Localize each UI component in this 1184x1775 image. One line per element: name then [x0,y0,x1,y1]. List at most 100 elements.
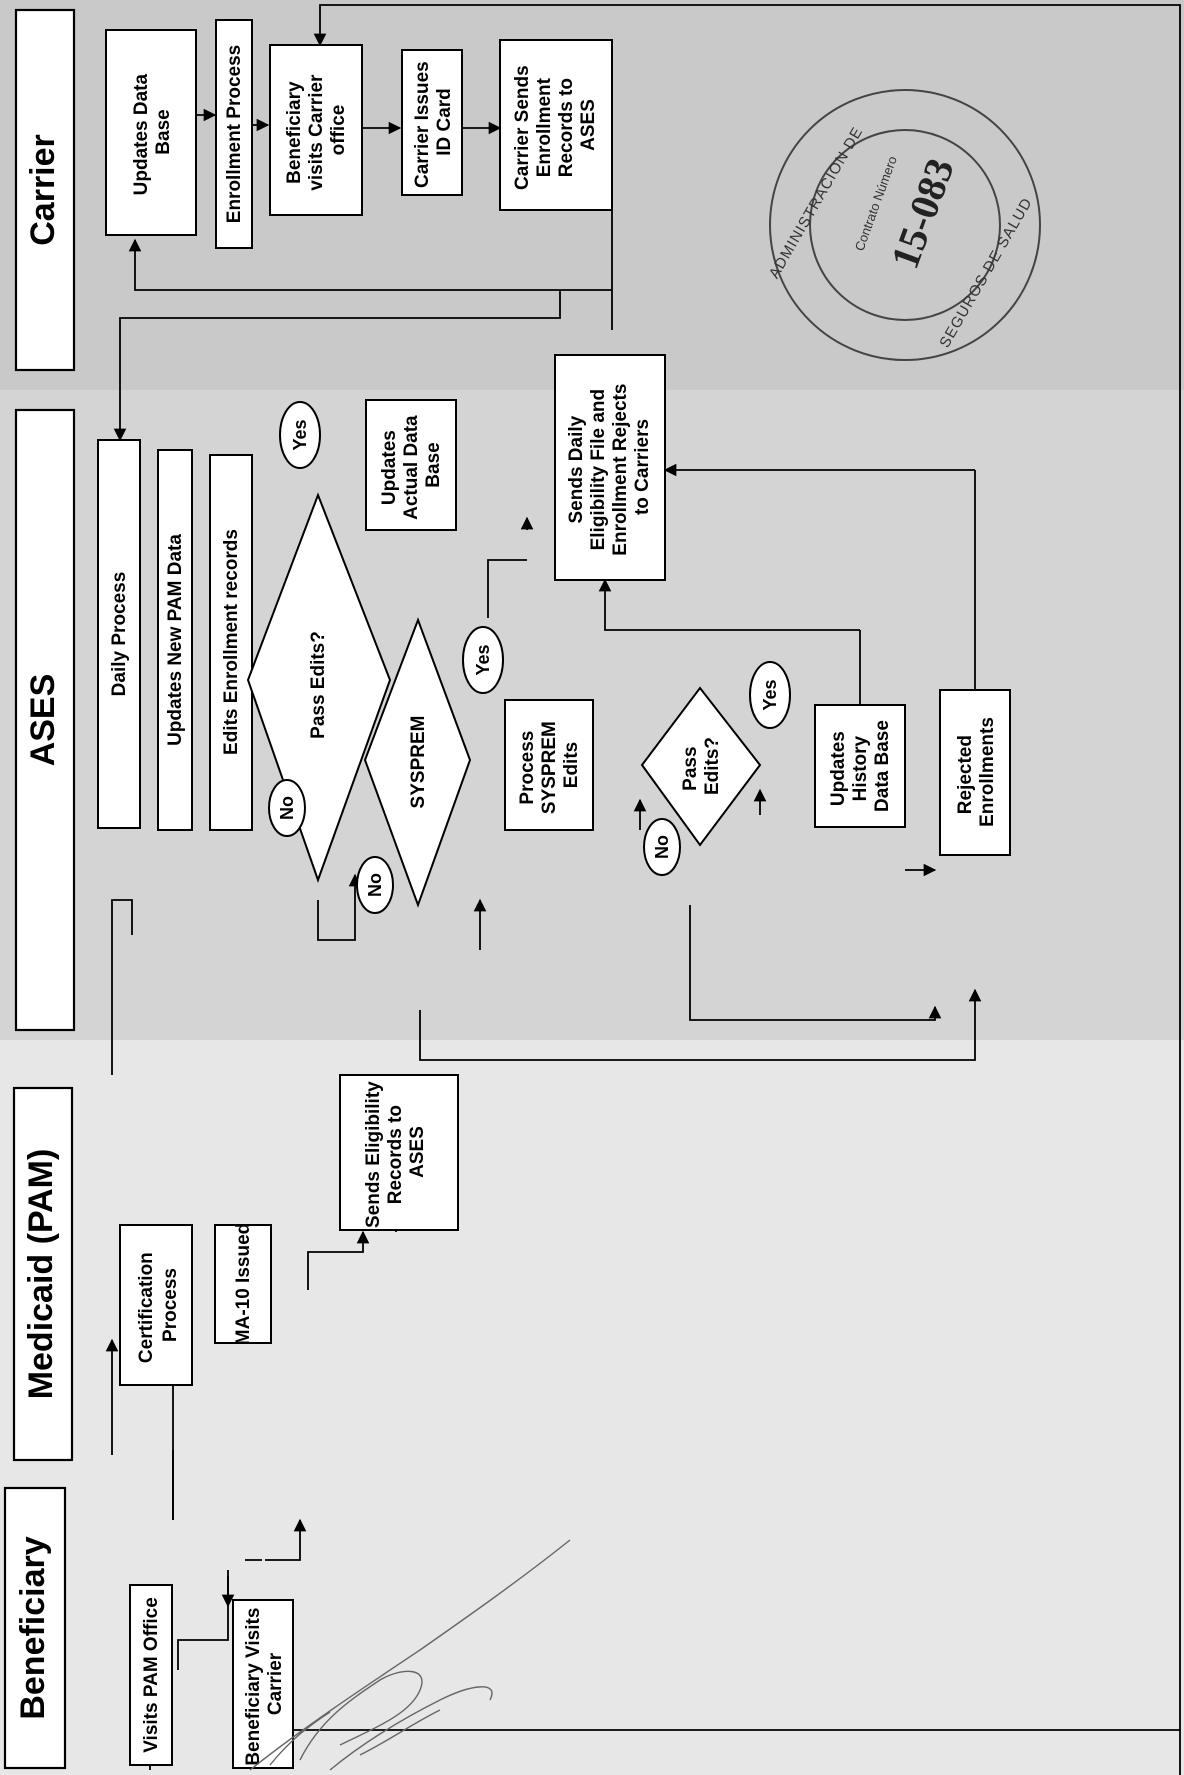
box-text-line: Updates New PAM Data [165,534,186,746]
lane-label-ases: ASES [24,674,62,767]
svg-text:No: No [277,796,297,820]
callout-text: No [652,835,672,859]
box-carrier-sends-enrollment-records: Carrier Sends Enrollment Records to ASES [499,39,613,211]
lane-label-carrier: Carrier [24,134,62,246]
box-ma10-issued: MA-10 Issued [214,1223,272,1345]
callout-text: No [365,873,385,897]
callout-no-1: No [268,779,306,837]
box-text-line: MA-10 Issued [233,1223,254,1345]
svg-text:Carrier Issues ID Card: Carrier Issues ID Card [412,56,455,188]
box-updates-data-base: Updates Data Base [105,29,197,236]
box-beneficiary-visits-carrier-office: Beneficiary visits Carrier office [269,44,363,216]
box-beneficiary-visits-carrier: Beneficiary Visits Carrier [232,1599,294,1769]
svg-text:Visits PAM Office: Visits PAM Office [141,1597,162,1753]
svg-text:Yes: Yes [290,419,310,450]
box-sends-daily-eligibility-file: Sends Daily Eligibility File and Enrollm… [554,354,666,581]
box-text-line: visits Carrier [306,74,327,191]
callout-text: Yes [473,644,493,675]
box-text-line: Enrollment Rejects [610,384,631,556]
box-text-line: Updates [828,731,849,806]
box-process-sysprem-edits: Process SYSPREM Edits [504,699,594,831]
box-updates-actual-data-base: Updates Actual Data Base [365,399,457,531]
box-text-line: Beneficiary Visits [243,1608,264,1766]
svg-text:Updates History Da: Updates History Data Base [828,720,893,812]
svg-text:Carrier Sends Enrollment: Carrier Sends Enrollment Records to ASES [512,60,599,190]
box-updates-history-data-base: Updates History Data Base [814,704,906,828]
svg-text:Enrollment Process: Enrollment Process [224,45,245,223]
lane-header-medicaid: Medicaid (PAM) [12,1086,74,1462]
box-text-line: Actual Data [401,415,422,520]
box-text-line: Visits PAM Office [141,1597,162,1753]
decision-sysprem: SYSPREM [363,617,472,908]
lane-header-ases: ASES [14,408,76,1032]
svg-text:Beneficiary Visits Carri: Beneficiary Visits Carrier [243,1602,286,1765]
box-visits-pam-office: Visits PAM Office [129,1584,173,1766]
svg-text:Updates New PAM Data: Updates New PAM Data [165,534,186,746]
callout-yes-2: Yes [462,626,504,694]
svg-text:MA-10 Issued: MA-10 Issued [233,1223,254,1345]
signature [249,1539,571,1771]
box-carrier-issues-id-card: Carrier Issues ID Card [401,49,463,196]
box-text-line: Data Base [872,720,893,812]
box-text-line: Records to [385,1105,406,1204]
callout-text: Yes [290,419,310,450]
box-text-line: Rejected [955,735,976,814]
box-text-line: Carrier Issues [412,61,433,188]
svg-text:No: No [365,873,385,897]
box-text-line: to Carriers [632,419,653,515]
decision-text-line: SYSPREM [408,716,429,809]
box-text-line: Updates Data [131,73,152,195]
svg-text:No: No [652,835,672,859]
svg-text:Sends Daily Eligibility: Sends Daily Eligibility File and Enrollm… [566,378,653,555]
box-text-line: History [850,735,871,801]
box-text-line: ID Card [434,88,455,156]
box-enrollment-process: Enrollment Process [215,19,253,249]
lane-label-beneficiary: Beneficiary [14,1536,52,1719]
callout-no-2: No [356,856,394,914]
box-updates-new-pam-data: Updates New PAM Data [157,449,193,831]
box-text-line: Records to [556,78,577,177]
box-daily-process: Daily Process [97,439,141,829]
box-text-line: Beneficiary [284,81,305,184]
svg-text:Sends Eligibility Record: Sends Eligibility Records to ASES [363,1076,428,1228]
box-text-line: Daily Process [109,572,130,697]
lane-header-beneficiary: Beneficiary [3,1486,67,1770]
svg-text:Updates Data Base: Updates Data Base [131,69,174,196]
box-text-line: Sends Daily [566,415,587,523]
box-text-line: SYSPREM [539,721,560,814]
box-text-line: office [328,105,349,156]
lane-header-carrier: Carrier [14,8,76,372]
svg-text:Yes: Yes [473,644,493,675]
box-text-line: Edits [561,742,582,788]
box-text-line: Updates [379,430,400,505]
box-text-line: ASES [578,99,599,151]
box-text-line: Base [153,109,174,154]
box-text-line: Edits Enrollment records [221,529,242,755]
decision-pass-edits-2: Pass Edits? [640,686,762,847]
box-text-line: Enrollment Process [224,45,245,223]
callout-text: No [277,796,297,820]
svg-text:Process SYSPREM Ed: Process SYSPREM Edits [517,716,582,814]
svg-text:Certification Process: Certification Process [136,1247,181,1363]
box-text-line: Base [423,442,444,487]
callout-yes-1: Yes [279,401,321,469]
svg-text:Beneficiary visits Carri: Beneficiary visits Carrier office [284,69,349,190]
box-text-line: Process [160,1268,181,1342]
svg-text:Pass Edits?: Pass Edits? [308,631,329,739]
svg-text:Edits Enrollment records: Edits Enrollment records [221,529,242,755]
callout-text: Yes [760,679,780,710]
box-certification-process: Certification Process [119,1224,193,1386]
svg-text:Pass Edits?: Pass Edits? [680,737,723,795]
box-edits-enrollment-records: Edits Enrollment records [209,454,253,831]
box-text-line: Enrollment [534,77,555,177]
box-sends-eligibility-records: Sends Eligibility Records to ASES [339,1074,459,1231]
callout-yes-3: Yes [749,661,791,729]
box-text-line: Enrollments [977,717,998,827]
box-text-line: Process [517,731,538,805]
box-text-line: Carrier Sends [512,65,533,190]
svg-text:SYSPREM: SYSPREM [408,716,429,809]
decision-text-line: Pass [680,746,701,790]
box-rejected-enrollments: Rejected Enrollments [939,689,1011,856]
